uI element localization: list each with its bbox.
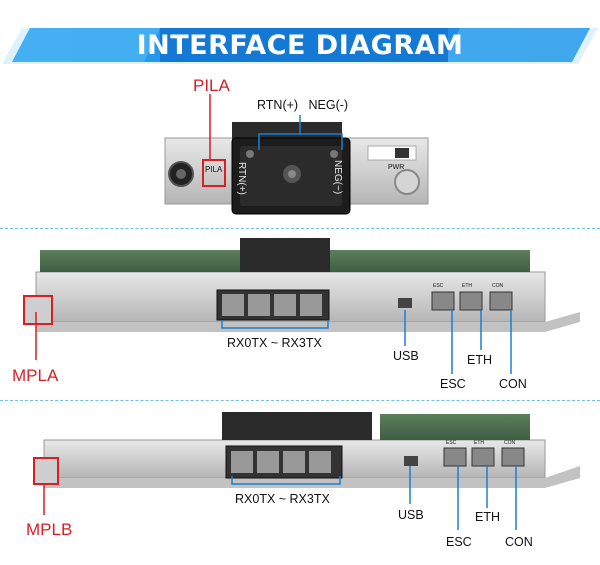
pila-connector-label: RTN(+) NEG(-) <box>257 98 349 112</box>
section-divider <box>0 228 600 229</box>
mplb-port-label-eth: ETH <box>474 440 484 446</box>
pila-panel-label: PILA <box>205 165 223 174</box>
diagram-title: INTERFACE DIAGRAM <box>136 30 464 61</box>
pila-rtn-terminal: RTN(+) <box>236 162 247 195</box>
mplb-board <box>33 412 580 530</box>
section-divider <box>0 400 600 401</box>
mplb-esc-label: ESC <box>446 535 472 549</box>
mpla-sfp-label: RX0TX ~ RX3TX <box>227 336 322 350</box>
mplb-label: MPLB <box>26 520 73 539</box>
title-banner <box>2 28 598 64</box>
mplb-sfp-label: RX0TX ~ RX3TX <box>235 492 330 506</box>
mpla-board <box>23 238 580 374</box>
mplb-eth-label: ETH <box>475 510 500 524</box>
mplb-usb-label: USB <box>398 508 424 522</box>
mpla-port-label-eth: ETH <box>462 283 472 289</box>
mpla-usb-label: USB <box>393 349 419 363</box>
mplb-port-label-esc: ESC <box>446 440 457 446</box>
pila-label: PILA <box>193 76 230 95</box>
mpla-port-label-con: CON <box>492 283 504 289</box>
mpla-esc-label: ESC <box>440 377 466 391</box>
mpla-eth-label: ETH <box>467 353 492 367</box>
mpla-con-label: CON <box>499 377 527 391</box>
pila-module <box>164 94 429 215</box>
mpla-port-label-esc: ESC <box>433 283 444 289</box>
pila-neg-terminal: NEG(−) <box>332 160 343 195</box>
mplb-port-label-con: CON <box>504 440 516 446</box>
mpla-label: MPLA <box>12 366 59 385</box>
pila-pwr-label: PWR <box>388 164 405 171</box>
mplb-con-label: CON <box>505 535 533 549</box>
